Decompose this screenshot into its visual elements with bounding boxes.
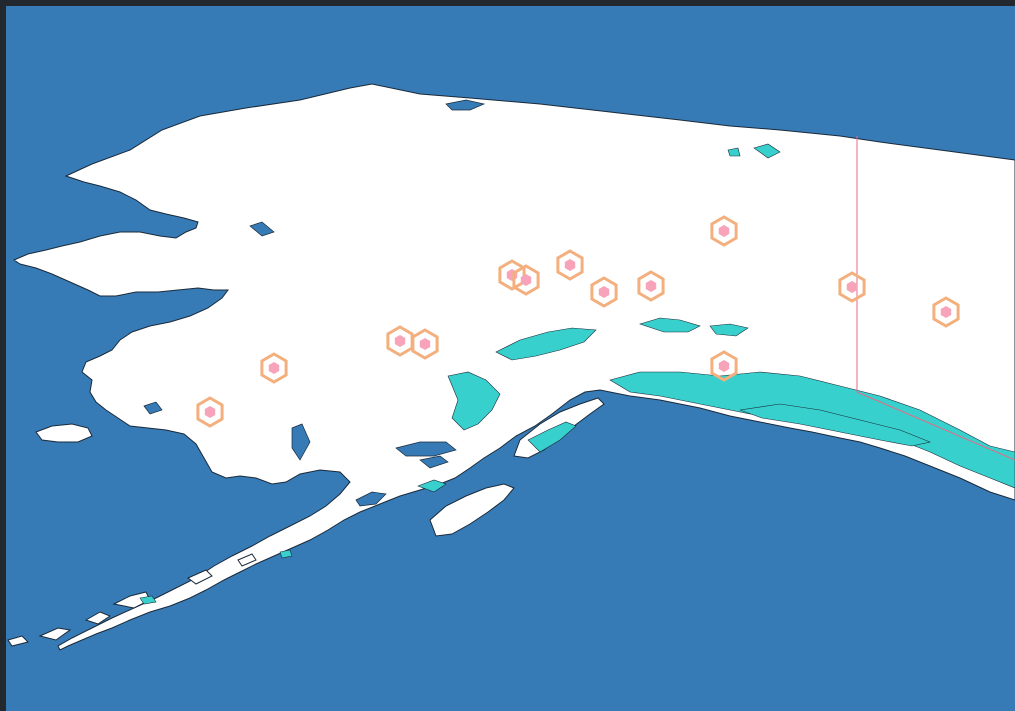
- marker-2[interactable]: [260, 352, 288, 384]
- marker-core: [846, 281, 858, 293]
- kodiak-island: [429, 483, 515, 537]
- alaska-map[interactable]: [6, 6, 1015, 711]
- aleutian-island: [38, 627, 72, 641]
- aleutian-island: [187, 569, 213, 585]
- marker-ring: [710, 215, 738, 247]
- marker-core: [598, 286, 610, 298]
- marker-core: [520, 274, 532, 286]
- marker-ring: [637, 270, 665, 302]
- marker-core: [718, 360, 730, 372]
- marker-core: [204, 406, 216, 418]
- marker-13[interactable]: [932, 296, 960, 328]
- lake: [395, 441, 457, 457]
- marker-8[interactable]: [590, 276, 618, 308]
- marker-core: [718, 225, 730, 237]
- lake: [249, 221, 275, 237]
- marker-core: [645, 280, 657, 292]
- marker-ring: [386, 325, 414, 357]
- lake: [143, 401, 163, 415]
- marker-core: [940, 306, 952, 318]
- marker-layer: [196, 215, 960, 428]
- marker-1[interactable]: [196, 396, 224, 428]
- marker-3[interactable]: [386, 325, 414, 357]
- marker-ring: [710, 350, 738, 382]
- marker-4[interactable]: [411, 328, 439, 360]
- aleutian-island: [237, 553, 257, 567]
- marker-ring: [932, 296, 960, 328]
- marker-ring: [411, 328, 439, 360]
- aleutian-island: [84, 611, 112, 625]
- marker-12[interactable]: [838, 271, 866, 303]
- marker-ring: [196, 396, 224, 428]
- marker-11[interactable]: [710, 350, 738, 382]
- marker-ring: [556, 249, 584, 281]
- marker-ring: [590, 276, 618, 308]
- nunivak-island: [35, 423, 93, 443]
- lake: [355, 491, 387, 507]
- aleutian-island: [112, 591, 151, 609]
- marker-core: [564, 259, 576, 271]
- marker-7[interactable]: [556, 249, 584, 281]
- us-canada-boundary-southeast: [856, 391, 1015, 461]
- marker-core: [268, 362, 280, 374]
- aleutian-island: [7, 635, 29, 647]
- marker-core: [419, 338, 431, 350]
- marker-ring: [838, 271, 866, 303]
- marker-10[interactable]: [710, 215, 738, 247]
- map-canvas[interactable]: [6, 6, 1015, 711]
- marker-6[interactable]: [512, 264, 540, 296]
- marker-ring: [512, 264, 540, 296]
- marker-ring: [260, 352, 288, 384]
- marker-9[interactable]: [637, 270, 665, 302]
- glaciers: [139, 143, 1015, 605]
- lake: [445, 99, 486, 111]
- marker-core: [394, 335, 406, 347]
- lake: [419, 455, 449, 469]
- lake: [291, 423, 311, 461]
